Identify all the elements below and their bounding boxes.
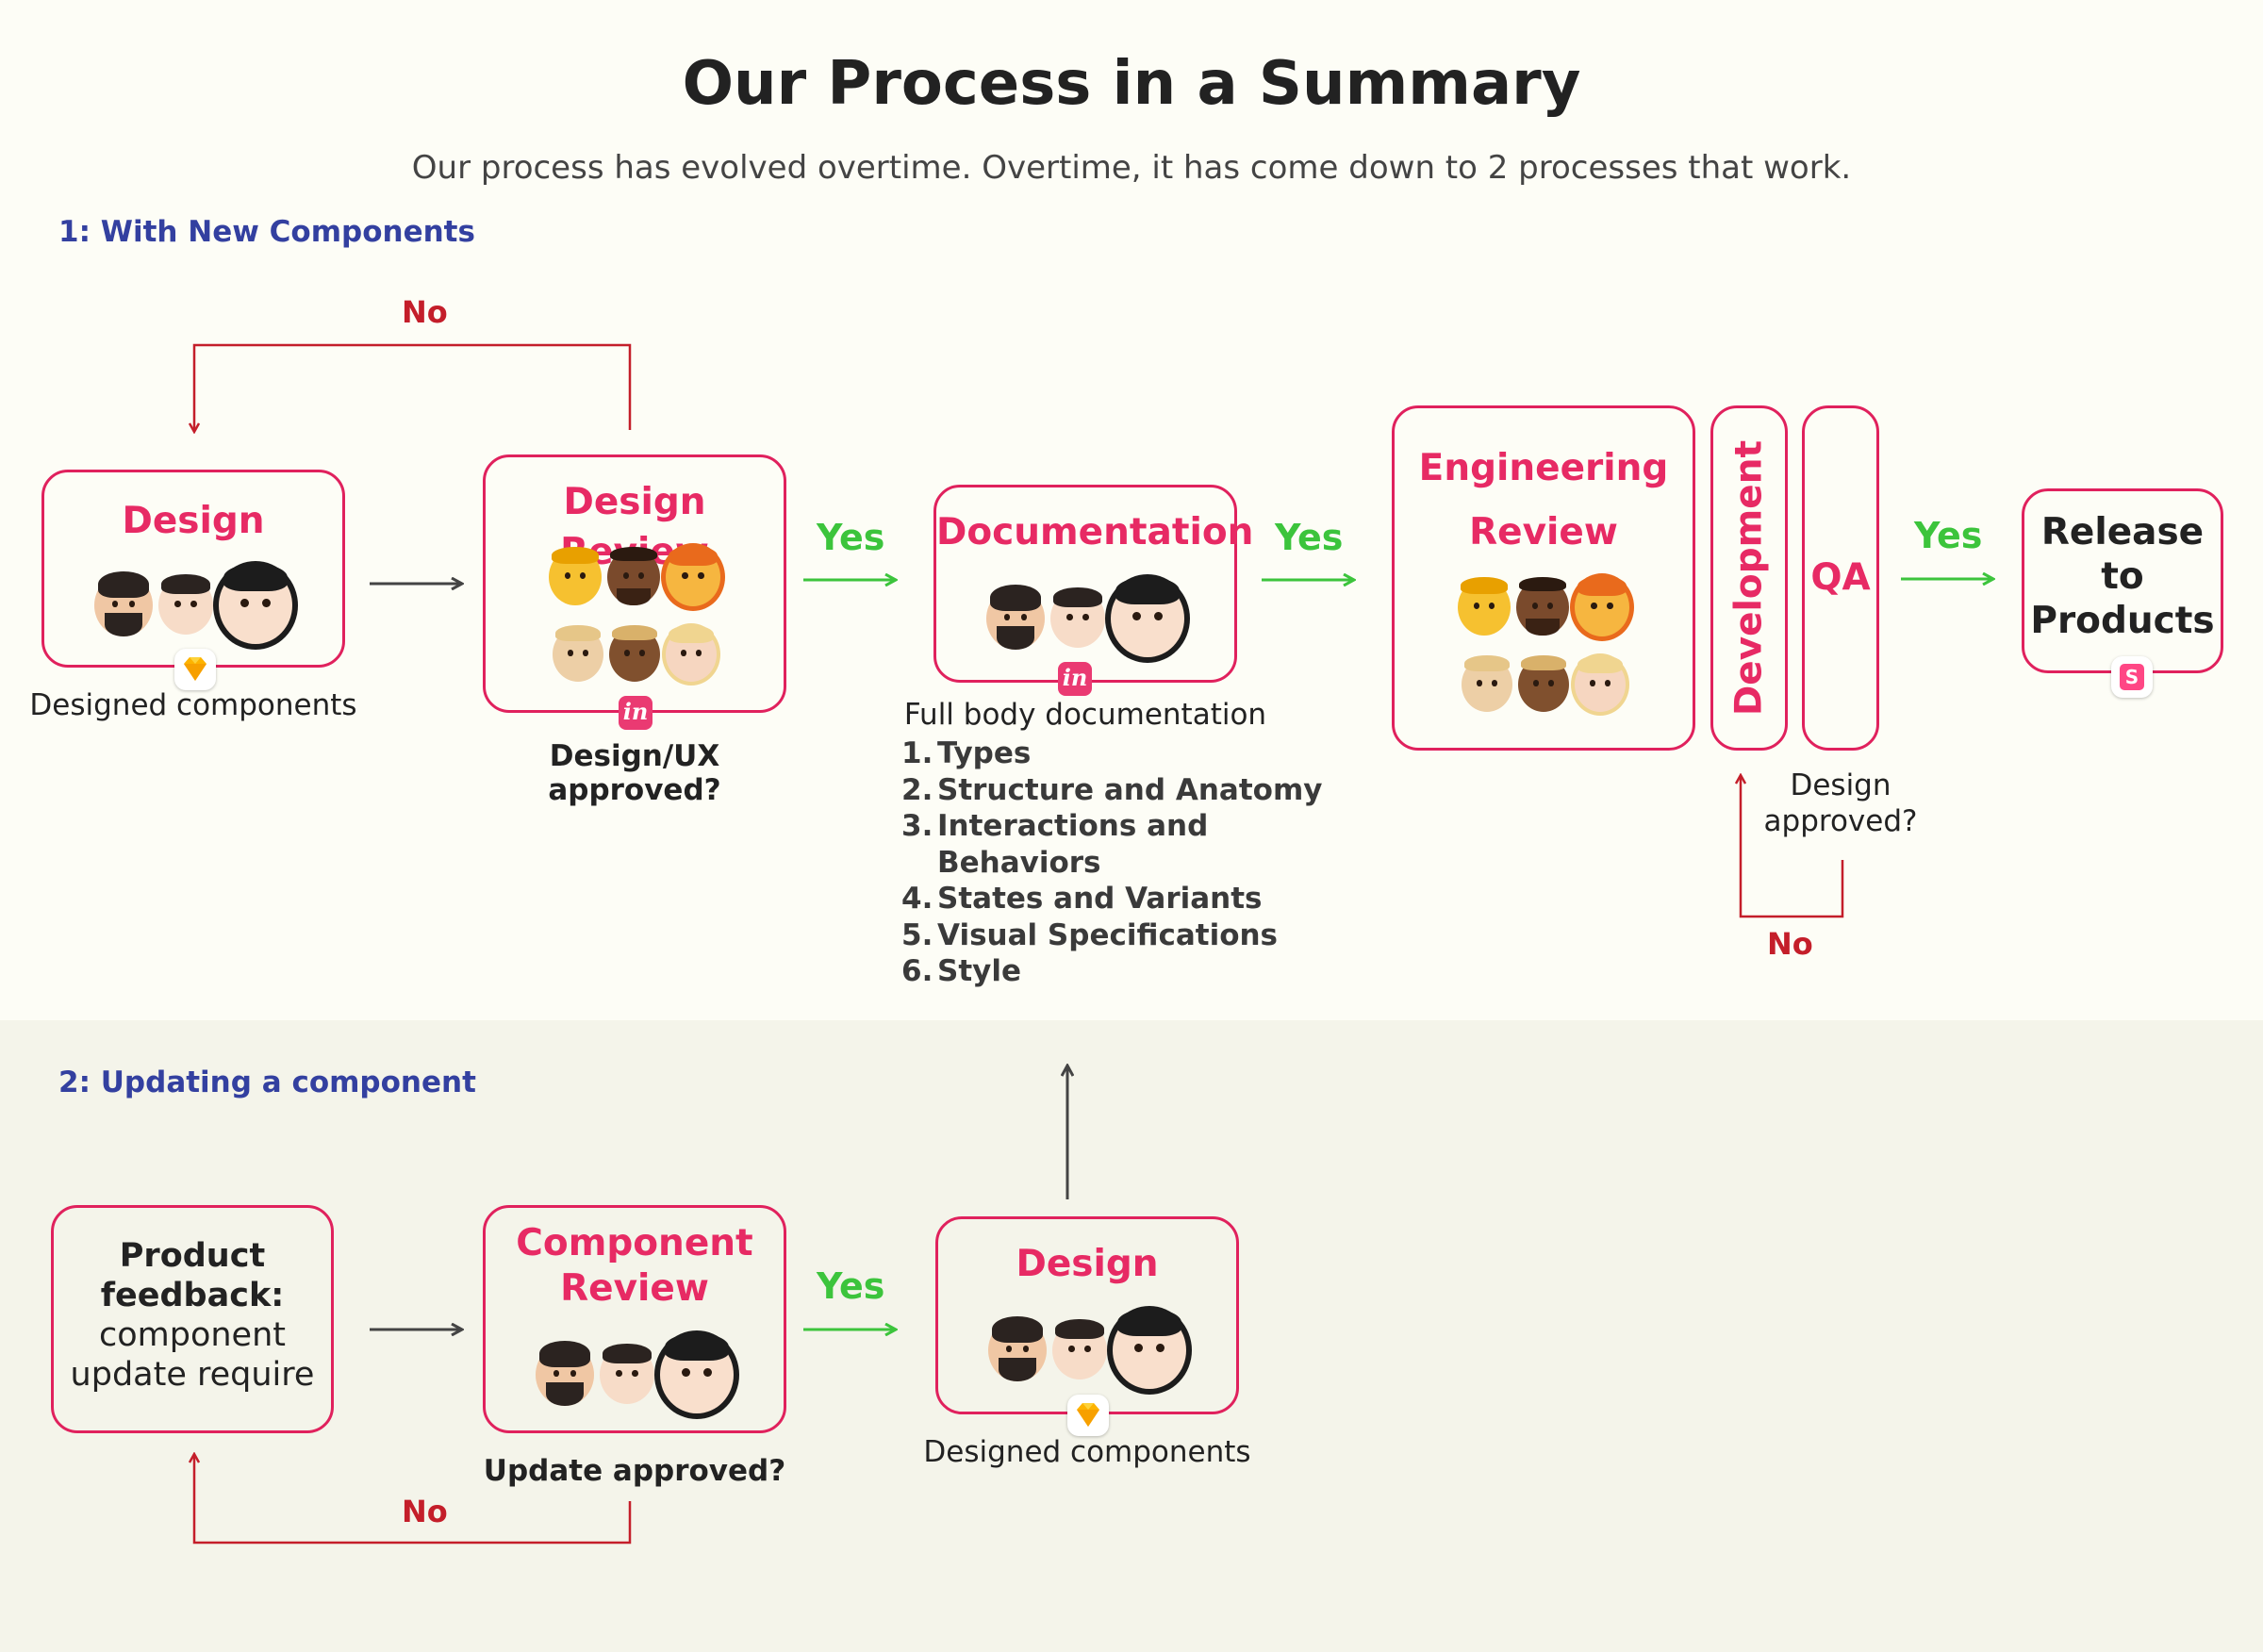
invision-logo-icon: in	[1058, 662, 1092, 696]
reviewer-avatars-row2	[486, 624, 784, 682]
yes-label-2: Yes	[1275, 517, 1344, 558]
design-box: Design	[41, 470, 345, 668]
avatar	[988, 1316, 1047, 1381]
engineering-review-title: Engineering Review	[1418, 447, 1669, 553]
avatar	[607, 546, 660, 605]
list-item: 6.Style	[901, 954, 1022, 988]
design-box-2: Design	[935, 1216, 1239, 1414]
product-feedback-text: Product feedback: component update requi…	[70, 1237, 315, 1394]
avatar	[158, 573, 213, 635]
component-review-title: Component Review	[516, 1222, 753, 1310]
update-no-label: No	[402, 1494, 448, 1529]
yes-label-1: Yes	[817, 517, 885, 558]
avatar	[1052, 1318, 1107, 1379]
avatar	[660, 1332, 734, 1413]
design-title-2: Design	[1016, 1243, 1159, 1285]
invision-logo-icon: in	[619, 696, 652, 730]
development-box: Development	[1710, 405, 1788, 751]
team-avatars	[938, 1308, 1236, 1389]
design-caption-2: Designed components	[923, 1435, 1251, 1469]
engineer-avatars-row1	[1395, 575, 1693, 636]
avatar	[1575, 575, 1629, 636]
list-item: Behaviors	[937, 845, 1101, 880]
list-item: 4.States and Variants	[901, 882, 1263, 916]
design-review-caption: Design/UX approved?	[548, 739, 721, 807]
avatar	[1516, 576, 1569, 636]
avatar	[609, 624, 660, 682]
avatar	[600, 1343, 654, 1404]
list-item: 5.Visual Specifications	[901, 917, 1279, 952]
qa-label: QA	[1810, 556, 1871, 599]
sketch-diamond-icon	[1067, 1395, 1109, 1436]
release-title: Release to Products	[2030, 511, 2215, 642]
qa-box: QA	[1802, 405, 1879, 751]
development-label: Development	[1727, 439, 1771, 717]
page-title: Our Process in a Summary	[682, 49, 1581, 119]
documentation-list: 1.Types 2.Structure and Anatomy 3.Intera…	[901, 735, 1322, 990]
avatar	[986, 585, 1045, 650]
approval-no-label: No	[1767, 926, 1813, 962]
avatar	[1113, 1308, 1186, 1389]
documentation-title: Documentation	[936, 511, 1254, 553]
team-avatars	[44, 563, 342, 644]
avatar	[1111, 576, 1184, 657]
avatar	[94, 571, 153, 636]
product-feedback-box: Product feedback: component update requi…	[51, 1205, 334, 1433]
documentation-caption: Full body documentation	[903, 698, 1267, 732]
list-item: 3.Interactions and	[901, 809, 1209, 843]
yes-label-4: Yes	[817, 1265, 885, 1307]
reviewer-avatars-row1	[486, 545, 784, 606]
component-review-box: Component Review	[483, 1205, 786, 1433]
engineering-review-box: Engineering Review	[1392, 405, 1695, 751]
release-box: Release to Products	[2022, 488, 2223, 673]
yes-label-3: Yes	[1914, 515, 1983, 556]
design-title: Design	[122, 500, 265, 542]
list-item: 1.Types	[901, 736, 1032, 770]
design-review-box: Design Review	[483, 454, 786, 713]
avatar	[1518, 654, 1569, 712]
review-no-label: No	[402, 294, 448, 330]
avatar	[666, 624, 717, 682]
component-review-caption: Update approved?	[483, 1454, 786, 1488]
avatar	[553, 624, 603, 682]
design-caption: Designed components	[29, 688, 357, 722]
documentation-box: Documentation	[933, 485, 1254, 683]
sketch-diamond-icon	[174, 649, 216, 690]
avatar	[536, 1341, 594, 1406]
avatar	[1575, 654, 1626, 712]
avatar	[1458, 576, 1511, 636]
list-item: 2.Structure and Anatomy	[901, 772, 1323, 807]
team-avatars	[486, 1332, 784, 1413]
avatar	[219, 563, 292, 644]
section-1-label: 1: With New Components	[58, 215, 475, 249]
avatar	[666, 545, 720, 606]
engineer-avatars-row2	[1395, 654, 1693, 712]
storybook-logo-icon: S	[2111, 656, 2153, 698]
avatar	[549, 546, 602, 605]
page-subtitle: Our process has evolved overtime. Overti…	[411, 149, 1852, 187]
loop-review-no-to-design	[194, 343, 632, 432]
team-avatars	[936, 576, 1234, 657]
avatar	[1050, 586, 1105, 648]
avatar	[1462, 654, 1512, 712]
design-approved-question: Design approved?	[1763, 768, 1918, 838]
section-2-label: 2: Updating a component	[58, 1066, 476, 1099]
